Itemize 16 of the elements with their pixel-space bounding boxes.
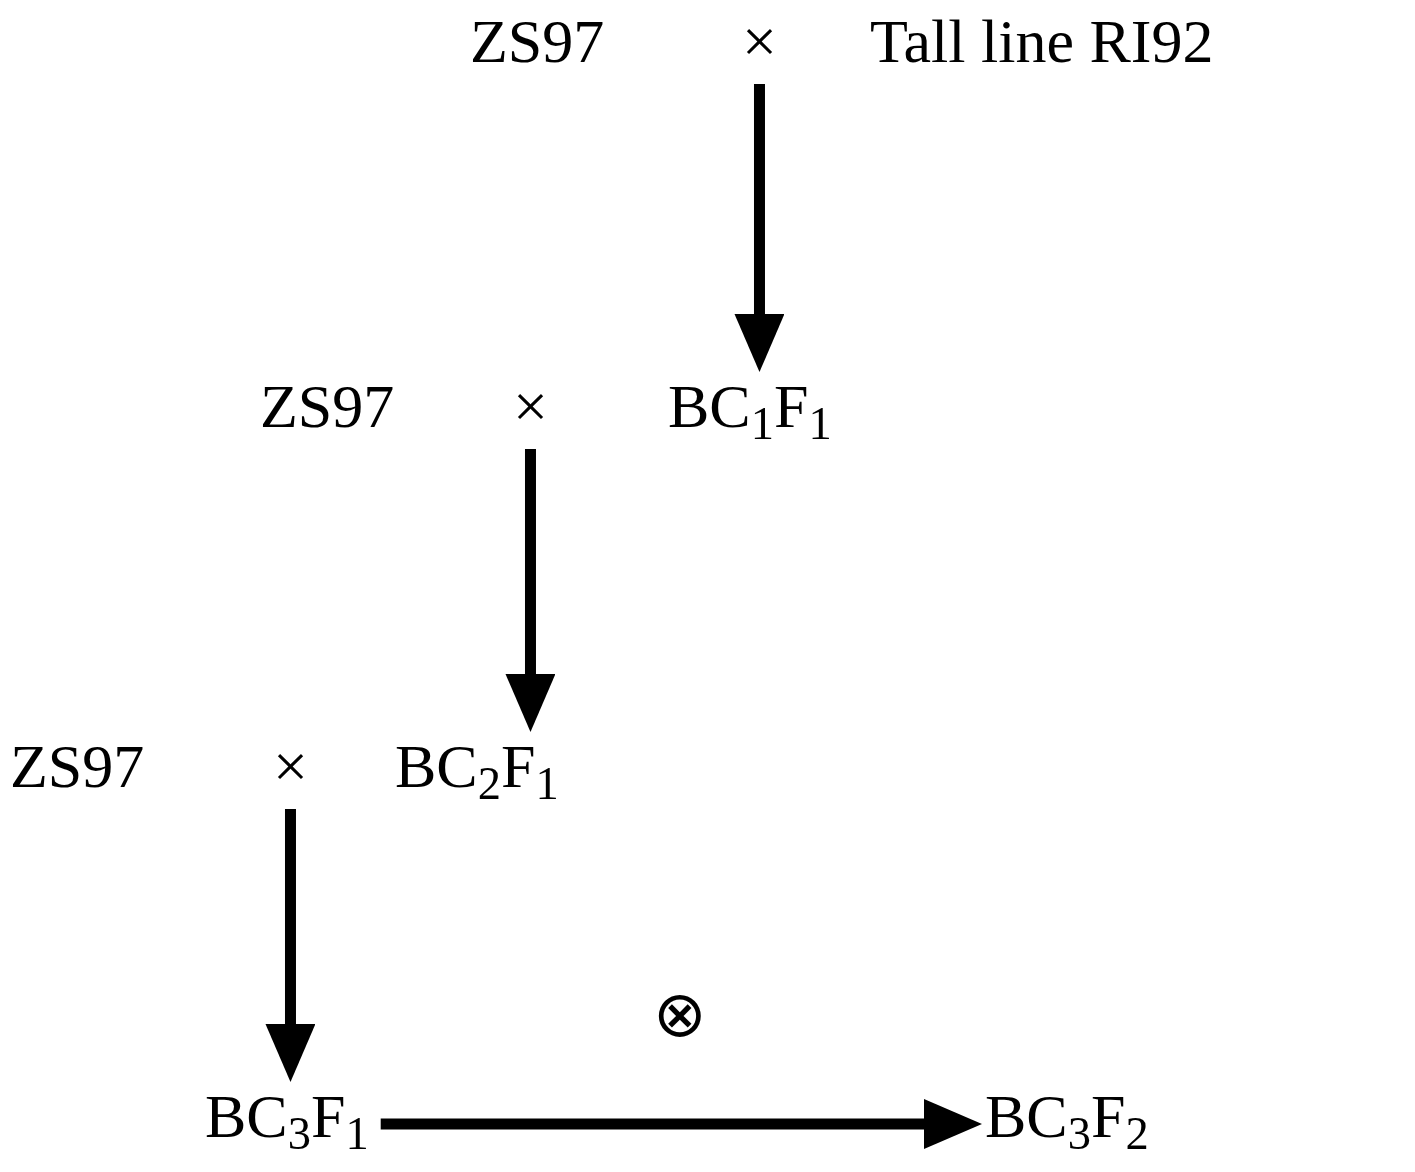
generation-label: ZS97 [470,10,605,72]
arrow [380,1099,982,1149]
generation-label: × [273,735,308,797]
arrow [505,449,556,732]
edge-label: ⊗ [653,982,707,1046]
generation-label: Tall line RI92 [870,10,1214,72]
generation-label: ZS97 [10,735,145,797]
generation-label: × [513,375,548,437]
arrow [734,84,785,372]
generation-label: BC$_{2}$F$_{1}$ [395,735,559,797]
generation-label: BC$_{1}$F$_{1}$ [668,375,832,437]
generation-label: ZS97 [260,375,395,437]
generation-label: × [742,10,777,72]
generation-label: BC$_{3}$F$_{1}$ [205,1085,369,1147]
generation-label: BC$_{3}$F$_{2}$ [985,1085,1149,1147]
arrow [265,809,316,1082]
